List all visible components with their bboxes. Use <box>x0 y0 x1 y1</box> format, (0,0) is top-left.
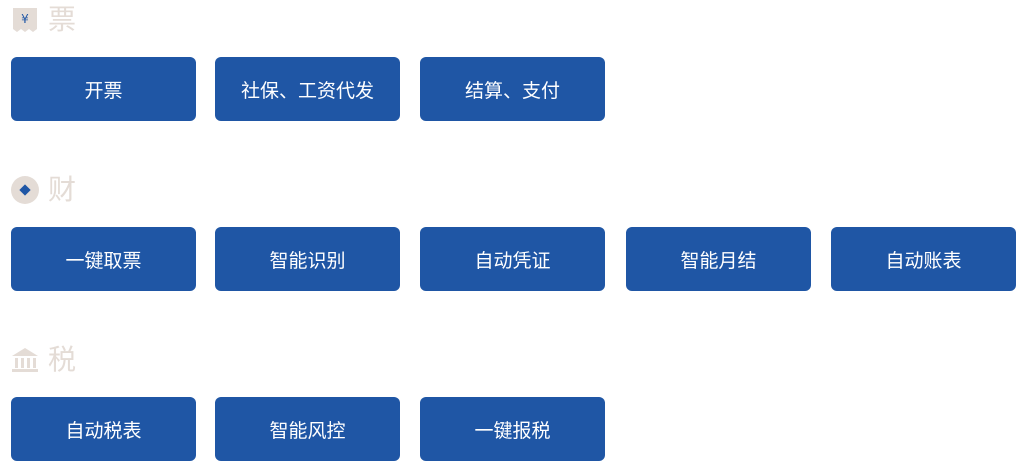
smart-recognition-button[interactable]: 智能识别 <box>215 227 400 291</box>
one-click-tax-filing-button[interactable]: 一键报税 <box>420 397 605 461</box>
fetch-invoice-button[interactable]: 一键取票 <box>11 227 196 291</box>
section-title: 票 <box>48 3 77 36</box>
auto-tax-form-button[interactable]: 自动税表 <box>11 397 196 461</box>
section-header-tax: 税 <box>8 340 76 380</box>
issue-invoice-button[interactable]: 开票 <box>11 57 196 121</box>
section-header-ticket: ¥ 票 <box>8 0 76 40</box>
bank-icon <box>8 343 42 377</box>
ticket-icon: ¥ <box>8 3 42 37</box>
settlement-payment-button[interactable]: 结算、支付 <box>420 57 605 121</box>
section-title: 税 <box>48 343 77 376</box>
section-title: 财 <box>48 173 77 206</box>
auto-voucher-button[interactable]: 自动凭证 <box>420 227 605 291</box>
finance-icon <box>8 173 42 207</box>
smart-month-close-button[interactable]: 智能月结 <box>626 227 811 291</box>
smart-risk-control-button[interactable]: 智能风控 <box>215 397 400 461</box>
section-header-finance: 财 <box>8 170 76 210</box>
social-payroll-button[interactable]: 社保、工资代发 <box>215 57 400 121</box>
svg-text:¥: ¥ <box>21 12 29 26</box>
auto-ledger-button[interactable]: 自动账表 <box>831 227 1016 291</box>
